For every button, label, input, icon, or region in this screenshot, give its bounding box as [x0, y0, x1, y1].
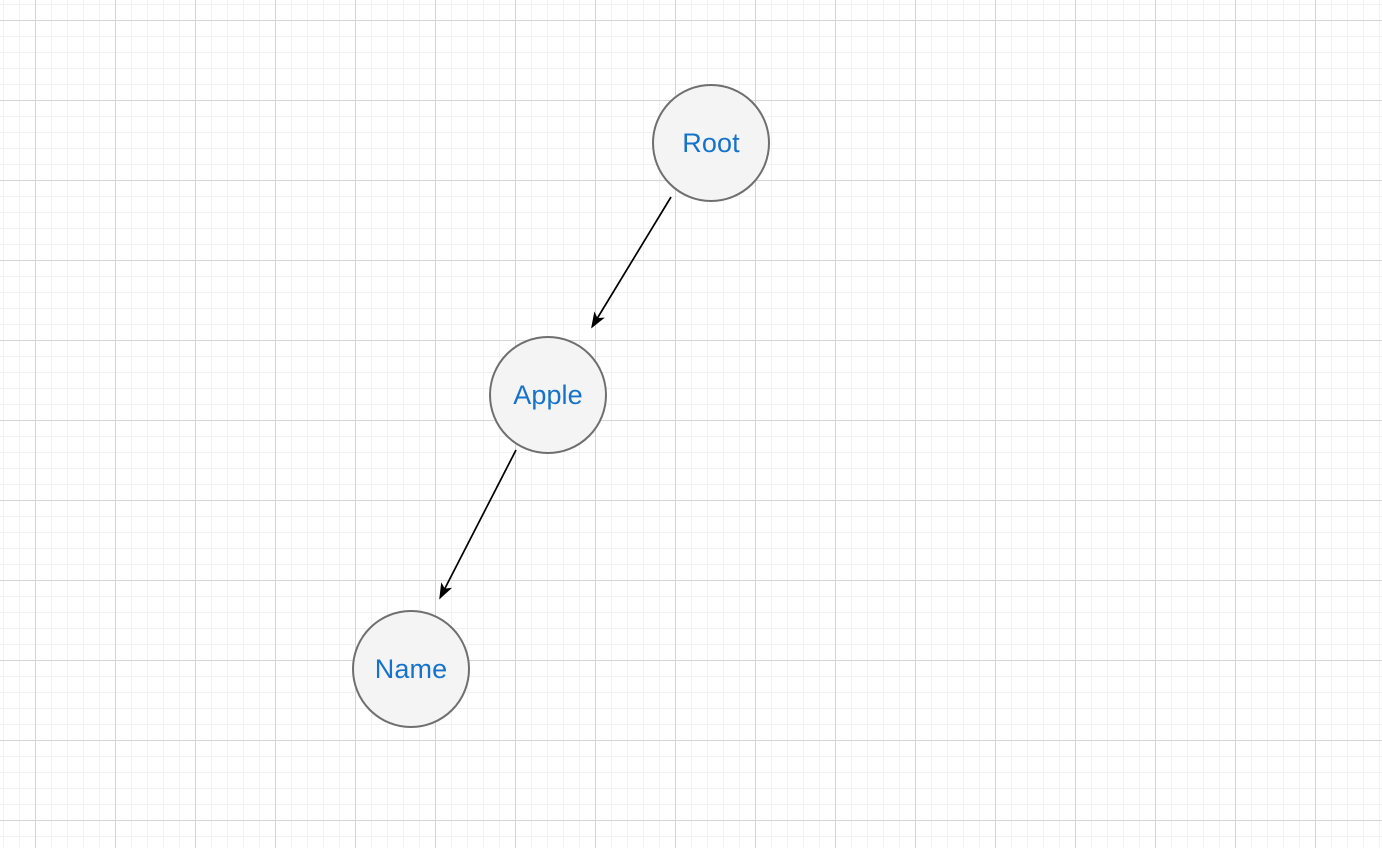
node-apple-label: Apple	[513, 379, 583, 410]
node-apple[interactable]: Apple	[489, 336, 607, 454]
node-root[interactable]: Root	[652, 84, 770, 202]
node-name[interactable]: Name	[352, 610, 470, 728]
node-root-label: Root	[682, 127, 740, 158]
edge-root-apple[interactable]	[591, 196, 672, 329]
node-name-label: Name	[374, 653, 448, 684]
edge-apple-name[interactable]	[439, 449, 517, 600]
